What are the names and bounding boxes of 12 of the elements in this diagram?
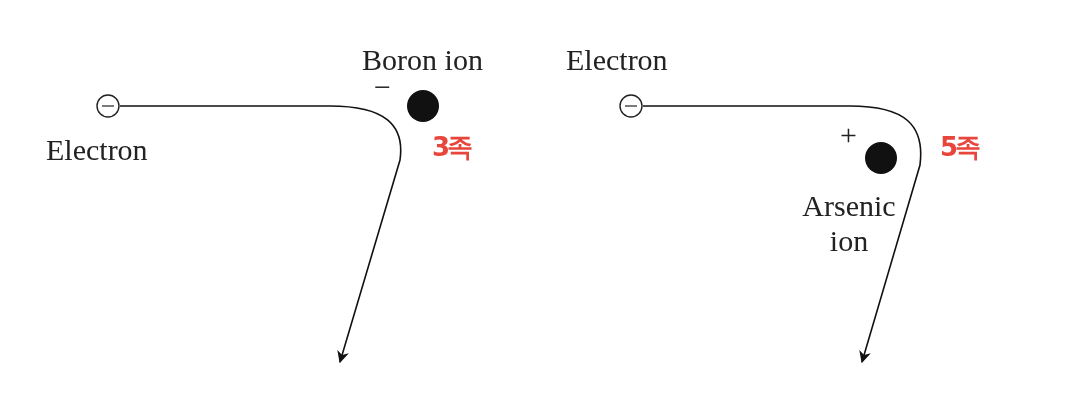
charge-sign: + bbox=[840, 120, 857, 150]
ion-dot bbox=[407, 90, 439, 122]
trajectory-arrow bbox=[642, 105, 922, 364]
particle-label: Arsenic ion bbox=[801, 188, 897, 258]
electron-symbol bbox=[619, 94, 643, 118]
particle-label: Electron bbox=[566, 42, 669, 77]
electron-symbol bbox=[96, 94, 120, 118]
ion-dot bbox=[865, 142, 897, 174]
handwritten-note: 3족 bbox=[432, 134, 471, 160]
particle-label: Electron bbox=[46, 132, 149, 167]
handwritten-note: 5족 bbox=[940, 134, 979, 160]
trajectory-arrow bbox=[119, 105, 402, 364]
